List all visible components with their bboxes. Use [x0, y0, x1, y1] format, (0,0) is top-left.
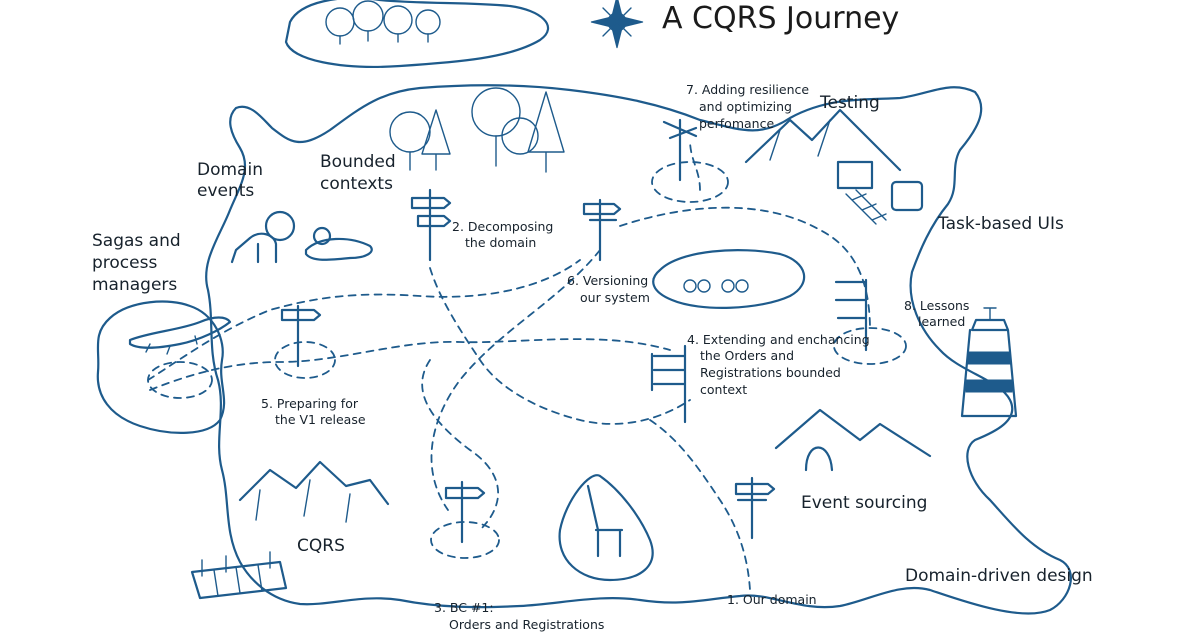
mountain-icon	[238, 460, 390, 523]
dock-icon	[190, 551, 288, 600]
lion-icon	[230, 210, 296, 264]
stop-5-label: 5. Preparing for the V1 release	[261, 396, 366, 427]
giraffe-island	[558, 474, 654, 582]
domain-driven-design-label: Domain-driven design	[905, 566, 1093, 586]
stop-4-label: 4. Extending and enchancing the Orders a…	[687, 332, 874, 397]
main-island	[205, 84, 1072, 615]
lake	[652, 249, 806, 309]
stop-2-label: 2. Decomposing the domain	[452, 219, 557, 250]
tree-icon	[325, 0, 441, 45]
cave-icon	[774, 408, 932, 472]
stop-1-label: 1. Our domain	[727, 592, 817, 607]
sagas-island	[96, 300, 226, 434]
giraffe-icon	[586, 484, 624, 558]
lighthouse-icon	[960, 307, 1018, 418]
mountain-icon	[744, 108, 902, 172]
area-labels: Domain events Bounded contexts Sagas and…	[92, 93, 1093, 586]
tunnel-icon	[836, 160, 924, 225]
stop-labels: 1. Our domain 2. Decomposing the domain …	[261, 82, 973, 632]
stop-6-label: 6. Versioning our system	[567, 273, 652, 305]
stop-markers	[147, 161, 907, 559]
task-based-uis-label: Task-based UIs	[937, 214, 1064, 234]
page-title: A CQRS Journey	[662, 1, 899, 36]
stop-8-label: 8. Lessons learned	[904, 298, 973, 329]
bicycle-icon	[683, 279, 749, 293]
event-sourcing-label: Event sourcing	[801, 493, 927, 513]
tree-icon	[389, 87, 565, 173]
cqrs-label: CQRS	[297, 536, 345, 556]
stop-7-label: 7. Adding resilience and optimizing perf…	[686, 82, 813, 131]
signpost-icon	[280, 118, 868, 544]
bounded-contexts-label: Bounded contexts	[320, 152, 401, 194]
journey-paths	[147, 139, 871, 591]
north-island	[284, 0, 549, 68]
stop-3-label: 3. BC #1: Orders and Registrations	[434, 600, 604, 632]
sagas-label: Sagas and process managers	[92, 231, 186, 295]
compass-rose-icon	[590, 0, 644, 49]
crocodile-icon	[128, 316, 232, 355]
domain-events-label: Domain events	[197, 160, 268, 201]
tiger-icon	[304, 226, 373, 261]
testing-label: Testing	[819, 93, 880, 113]
